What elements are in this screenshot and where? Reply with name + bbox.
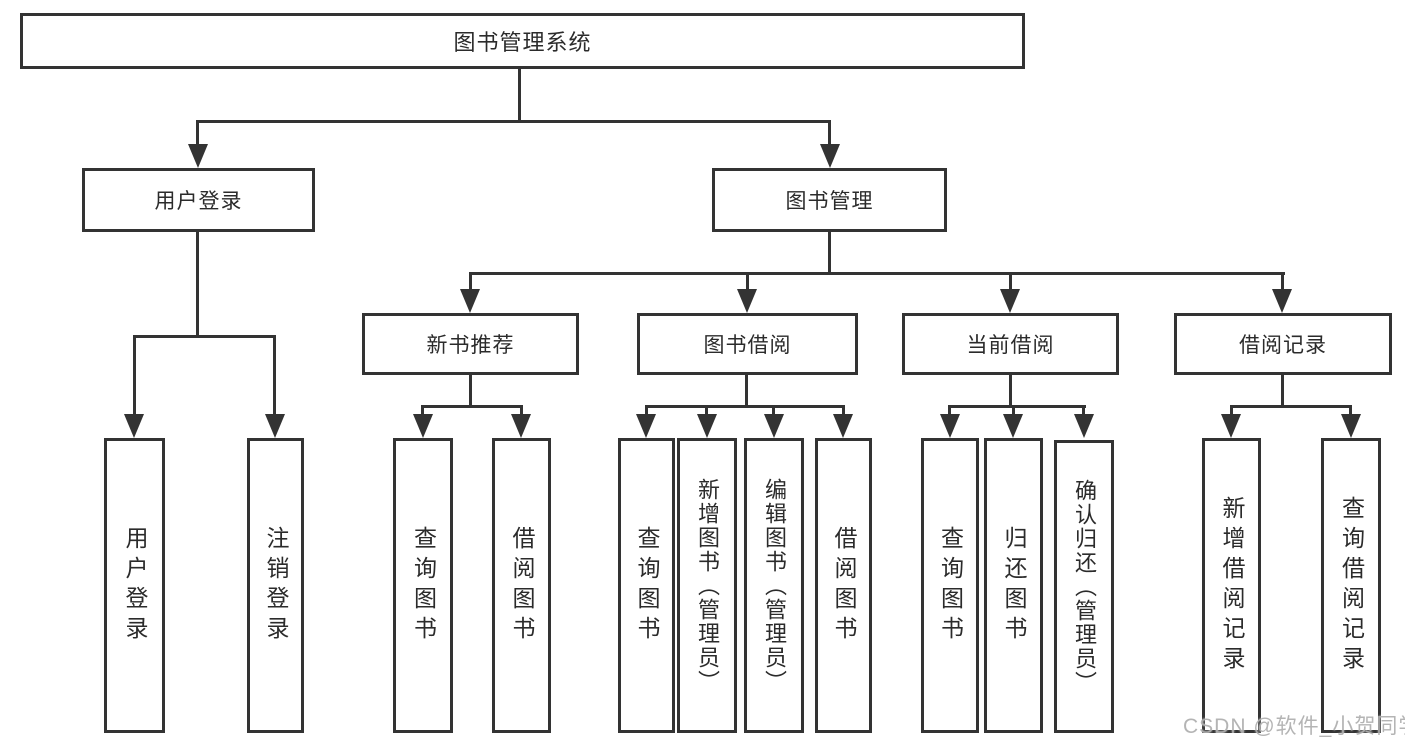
node-new-book-recommend: 新书推荐 [362, 313, 579, 375]
node-book-borrow: 图书借阅 [637, 313, 858, 375]
connector-line [1230, 405, 1352, 408]
connector-line [1009, 272, 1012, 292]
node-label: 借阅图书 [831, 525, 857, 646]
connector-line [273, 335, 276, 416]
leaf-borrow-books-recommend: 借阅图书 [492, 438, 551, 733]
node-label: 借阅图书 [509, 525, 535, 646]
node-label: 查询图书 [410, 525, 437, 646]
connector-line [1230, 405, 1233, 417]
connector-line [948, 405, 1086, 408]
connector-line [772, 405, 775, 417]
watermark: CSDN @软件_小贺同学 [1183, 715, 1405, 738]
node-label: 查询图书 [937, 525, 964, 646]
connector-line [1281, 375, 1284, 408]
arrow-down-icon [1000, 289, 1020, 313]
connector-line [828, 232, 831, 275]
connector-line [842, 405, 845, 417]
node-label: 图书管理 [785, 190, 874, 213]
leaf-return-book: 归还图书 [984, 438, 1043, 733]
connector-line [645, 405, 648, 417]
node-label: 当前借阅 [966, 334, 1055, 357]
connector-line [421, 405, 523, 408]
arrow-down-icon [737, 289, 757, 313]
arrow-down-icon [511, 414, 531, 438]
connector-line [1082, 405, 1085, 417]
node-user-login: 用户登录 [82, 168, 315, 232]
arrow-down-icon [636, 414, 656, 438]
node-book-management: 图书管理 [712, 168, 947, 232]
arrow-down-icon [1074, 414, 1094, 438]
leaf-edit-book-admin: 编辑图书（管理员） [744, 438, 804, 733]
leaf-query-books-recommend: 查询图书 [393, 438, 453, 733]
arrow-down-icon [124, 414, 144, 438]
connector-line [133, 335, 136, 416]
connector-line [469, 272, 472, 292]
node-borrow-records: 借阅记录 [1174, 313, 1392, 375]
connector-line [745, 375, 748, 408]
arrow-down-icon [1221, 414, 1241, 438]
connector-line [196, 120, 831, 123]
connector-line [520, 405, 523, 417]
connector-line [196, 232, 199, 338]
node-library-management-system: 图书管理系统 [20, 13, 1025, 69]
arrow-down-icon [413, 414, 433, 438]
arrow-down-icon [940, 414, 960, 438]
node-label: 编辑图书（管理员） [762, 477, 787, 694]
connector-line [469, 272, 1285, 275]
arrow-down-icon [1272, 289, 1292, 313]
connector-line [196, 120, 199, 146]
arrow-down-icon [1341, 414, 1361, 438]
connector-line [421, 405, 424, 417]
node-label: 注销登录 [263, 525, 289, 646]
node-label: 用户登录 [122, 525, 148, 646]
node-label: 归还图书 [1001, 525, 1027, 646]
node-label: 新增借阅记录 [1219, 495, 1245, 676]
connector-line [469, 375, 472, 408]
arrow-down-icon [820, 144, 840, 168]
connector-line [133, 335, 276, 338]
node-label: 用户登录 [154, 190, 243, 213]
arrow-down-icon [265, 414, 285, 438]
node-current-borrow: 当前借阅 [902, 313, 1119, 375]
leaf-borrow-books: 借阅图书 [815, 438, 872, 733]
node-label: 借阅记录 [1239, 334, 1327, 357]
leaf-confirm-return-admin: 确认归还（管理员） [1054, 440, 1114, 733]
connector-line [828, 120, 831, 146]
leaf-add-book-admin: 新增图书（管理员） [677, 438, 737, 733]
arrow-down-icon [764, 414, 784, 438]
arrow-down-icon [188, 144, 208, 168]
connector-line [705, 405, 708, 417]
connector-line [645, 405, 845, 408]
node-label: 新书推荐 [426, 334, 515, 357]
connector-line [1009, 375, 1012, 408]
arrow-down-icon [1003, 414, 1023, 438]
leaf-user-login: 用户登录 [104, 438, 165, 733]
node-label: 确认归还（管理员） [1072, 478, 1097, 695]
leaf-query-borrow-record: 查询借阅记录 [1321, 438, 1381, 733]
connector-line [1281, 272, 1284, 292]
connector-line [948, 405, 951, 417]
leaf-query-books-borrow: 查询图书 [618, 438, 675, 733]
connector-line [746, 272, 749, 292]
arrow-down-icon [697, 414, 717, 438]
node-label: 查询图书 [634, 525, 660, 646]
connector-line [1349, 405, 1352, 417]
node-label: 图书管理系统 [453, 30, 592, 55]
leaf-logout: 注销登录 [247, 438, 304, 733]
connector-line [518, 69, 521, 123]
leaf-add-borrow-record: 新增借阅记录 [1202, 438, 1261, 733]
node-label: 查询借阅记录 [1338, 495, 1365, 676]
arrow-down-icon [460, 289, 480, 313]
node-label: 新增图书（管理员） [695, 477, 720, 694]
arrow-down-icon [833, 414, 853, 438]
connector-line [1012, 405, 1015, 417]
leaf-query-books-current: 查询图书 [921, 438, 979, 733]
node-label: 图书借阅 [703, 334, 792, 357]
